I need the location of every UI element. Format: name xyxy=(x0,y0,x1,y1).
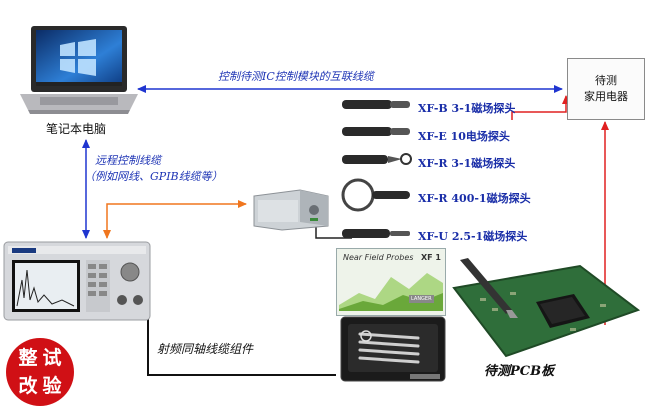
probe-image-2 xyxy=(342,127,410,136)
spectrum-analyzer-image xyxy=(3,241,151,321)
probe-kit-brand: LANGER xyxy=(409,295,434,303)
probe-image-4 xyxy=(341,178,410,212)
probe-label-xf-r400: XF-R 400-1磁场探头 xyxy=(418,192,531,205)
dut-line2: 家用电器 xyxy=(584,90,628,103)
probe-label-xf-b: XF-B 3-1磁场探头 xyxy=(418,102,516,115)
pcb-label: 待测PCB板 xyxy=(484,364,555,379)
stamp-char-2: 试 xyxy=(42,347,62,369)
laptop-image xyxy=(20,26,138,114)
preamp-cable xyxy=(103,200,247,239)
remote-cable-label: 远程控制线缆 xyxy=(95,154,161,167)
probe-image-5 xyxy=(342,229,410,238)
rf-cable-label: 射频同轴线缆组件 xyxy=(157,342,254,356)
probe-label-xf-r3: XF-R 3-1磁场探头 xyxy=(418,157,516,170)
dut-appliance-box: 待测 家用电器 xyxy=(567,58,645,120)
probe-label-xf-e: XF-E 10电场探头 xyxy=(418,130,510,143)
rectification-stamp: 整 试 改 验 xyxy=(6,338,74,406)
probe-kit-case xyxy=(340,316,446,382)
probe-kit-box: Near Field Probes XF 1 LANGER xyxy=(336,248,446,316)
probe-kit-title: Near Field Probes xyxy=(343,253,414,262)
probe-kit-graphic xyxy=(339,273,443,311)
dut-to-probes-arrow xyxy=(511,95,570,120)
probe-image-1 xyxy=(342,100,410,109)
probe-label-xf-u: XF-U 2.5-1磁场探头 xyxy=(418,230,528,243)
preamp-to-kit-cable xyxy=(315,226,352,239)
remote-cable-examples-label: （例如网线、GPIB线缆等） xyxy=(84,170,223,183)
stamp-char-4: 验 xyxy=(42,375,62,397)
dut-line1: 待测 xyxy=(595,74,617,87)
stamp-char-3: 改 xyxy=(18,375,38,397)
rf-coax-cable xyxy=(147,315,336,376)
probe-kit-model: XF 1 xyxy=(421,253,441,262)
ic-cable-label: 控制待测IC控制模块的互联线缆 xyxy=(218,70,374,83)
pcb-image xyxy=(452,258,640,358)
preamplifier-image xyxy=(253,189,329,231)
stamp-char-1: 整 xyxy=(18,347,38,369)
laptop-label: 笔记本电脑 xyxy=(46,122,107,136)
probe-image-3 xyxy=(342,153,412,165)
